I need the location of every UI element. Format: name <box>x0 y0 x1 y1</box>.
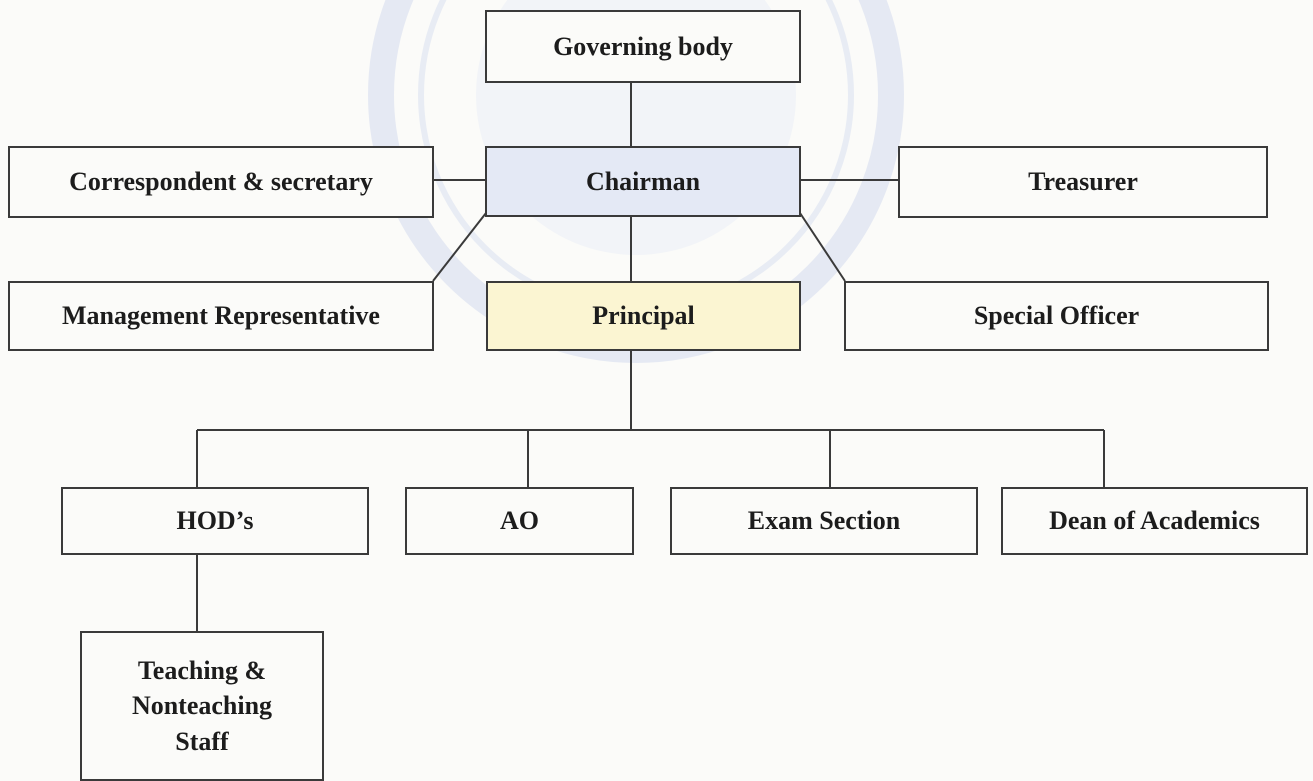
management-representative-label: Management Representative <box>62 301 380 331</box>
teaching-nonteaching-staff-label: Teaching & Nonteaching Staff <box>131 656 273 756</box>
exam-section-label: Exam Section <box>747 506 901 536</box>
principal-label: Principal <box>592 301 695 331</box>
connector-chairman-management <box>432 212 487 282</box>
exam-section-box: Exam Section <box>670 487 978 555</box>
treasurer-label: Treasurer <box>1028 167 1138 197</box>
treasurer-box: Treasurer <box>898 146 1268 218</box>
hods-label: HOD’s <box>176 506 254 536</box>
correspondent-secretary-label: Correspondent & secretary <box>69 167 373 197</box>
ao-box: AO <box>405 487 634 555</box>
ao-label: AO <box>500 506 539 536</box>
chairman-box: Chairman <box>485 146 801 217</box>
governing-body-label: Governing body <box>553 31 733 61</box>
hods-box: HOD’s <box>61 487 369 555</box>
dean-of-academics-label: Dean of Academics <box>1049 506 1260 536</box>
special-officer-box: Special Officer <box>844 281 1269 351</box>
chairman-label: Chairman <box>585 166 701 196</box>
dean-of-academics-box: Dean of Academics <box>1001 487 1308 555</box>
special-officer-label: Special Officer <box>973 301 1140 331</box>
teaching-nonteaching-staff-box: Teaching & Nonteaching Staff <box>80 631 324 781</box>
connector-chairman-special <box>799 212 846 282</box>
management-representative-box: Management Representative <box>8 281 434 351</box>
governing-body-box: Governing body <box>485 10 801 83</box>
correspondent-secretary-box: Correspondent & secretary <box>8 146 434 218</box>
principal-box: Principal <box>486 281 801 351</box>
